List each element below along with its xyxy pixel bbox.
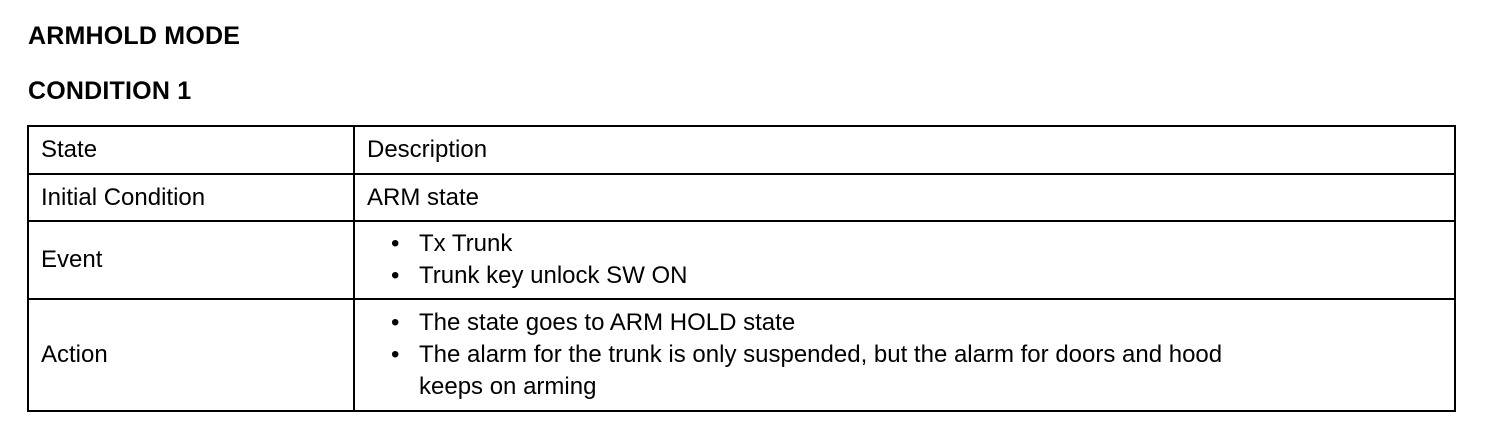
table-row: Initial Condition ARM state (27, 173, 1456, 222)
page-title: ARMHOLD MODE (28, 22, 241, 50)
state-table: State Description Initial Condition ARM … (27, 125, 1456, 412)
list-item: The alarm for the trunk is only suspende… (391, 339, 1251, 403)
list-item: Trunk key unlock SW ON (391, 260, 1442, 292)
bullet-list: The state goes to ARM HOLD state The ala… (367, 307, 1251, 403)
header-description: Description (353, 125, 1456, 175)
section-subtitle: CONDITION 1 (28, 77, 192, 105)
description-cell: The state goes to ARM HOLD state The ala… (353, 298, 1456, 412)
state-cell: Initial Condition (27, 173, 355, 222)
table-row: Action The state goes to ARM HOLD state … (27, 298, 1456, 412)
list-item: Tx Trunk (391, 228, 1442, 260)
description-cell: Tx Trunk Trunk key unlock SW ON (353, 220, 1456, 300)
state-cell: Action (27, 298, 355, 412)
header-state: State (27, 125, 355, 175)
description-cell: ARM state (353, 173, 1456, 222)
state-cell: Event (27, 220, 355, 300)
table-header-row: State Description (27, 125, 1456, 175)
list-item: The state goes to ARM HOLD state (391, 307, 1251, 339)
bullet-list: Tx Trunk Trunk key unlock SW ON (367, 228, 1442, 292)
table-row: Event Tx Trunk Trunk key unlock SW ON (27, 220, 1456, 300)
